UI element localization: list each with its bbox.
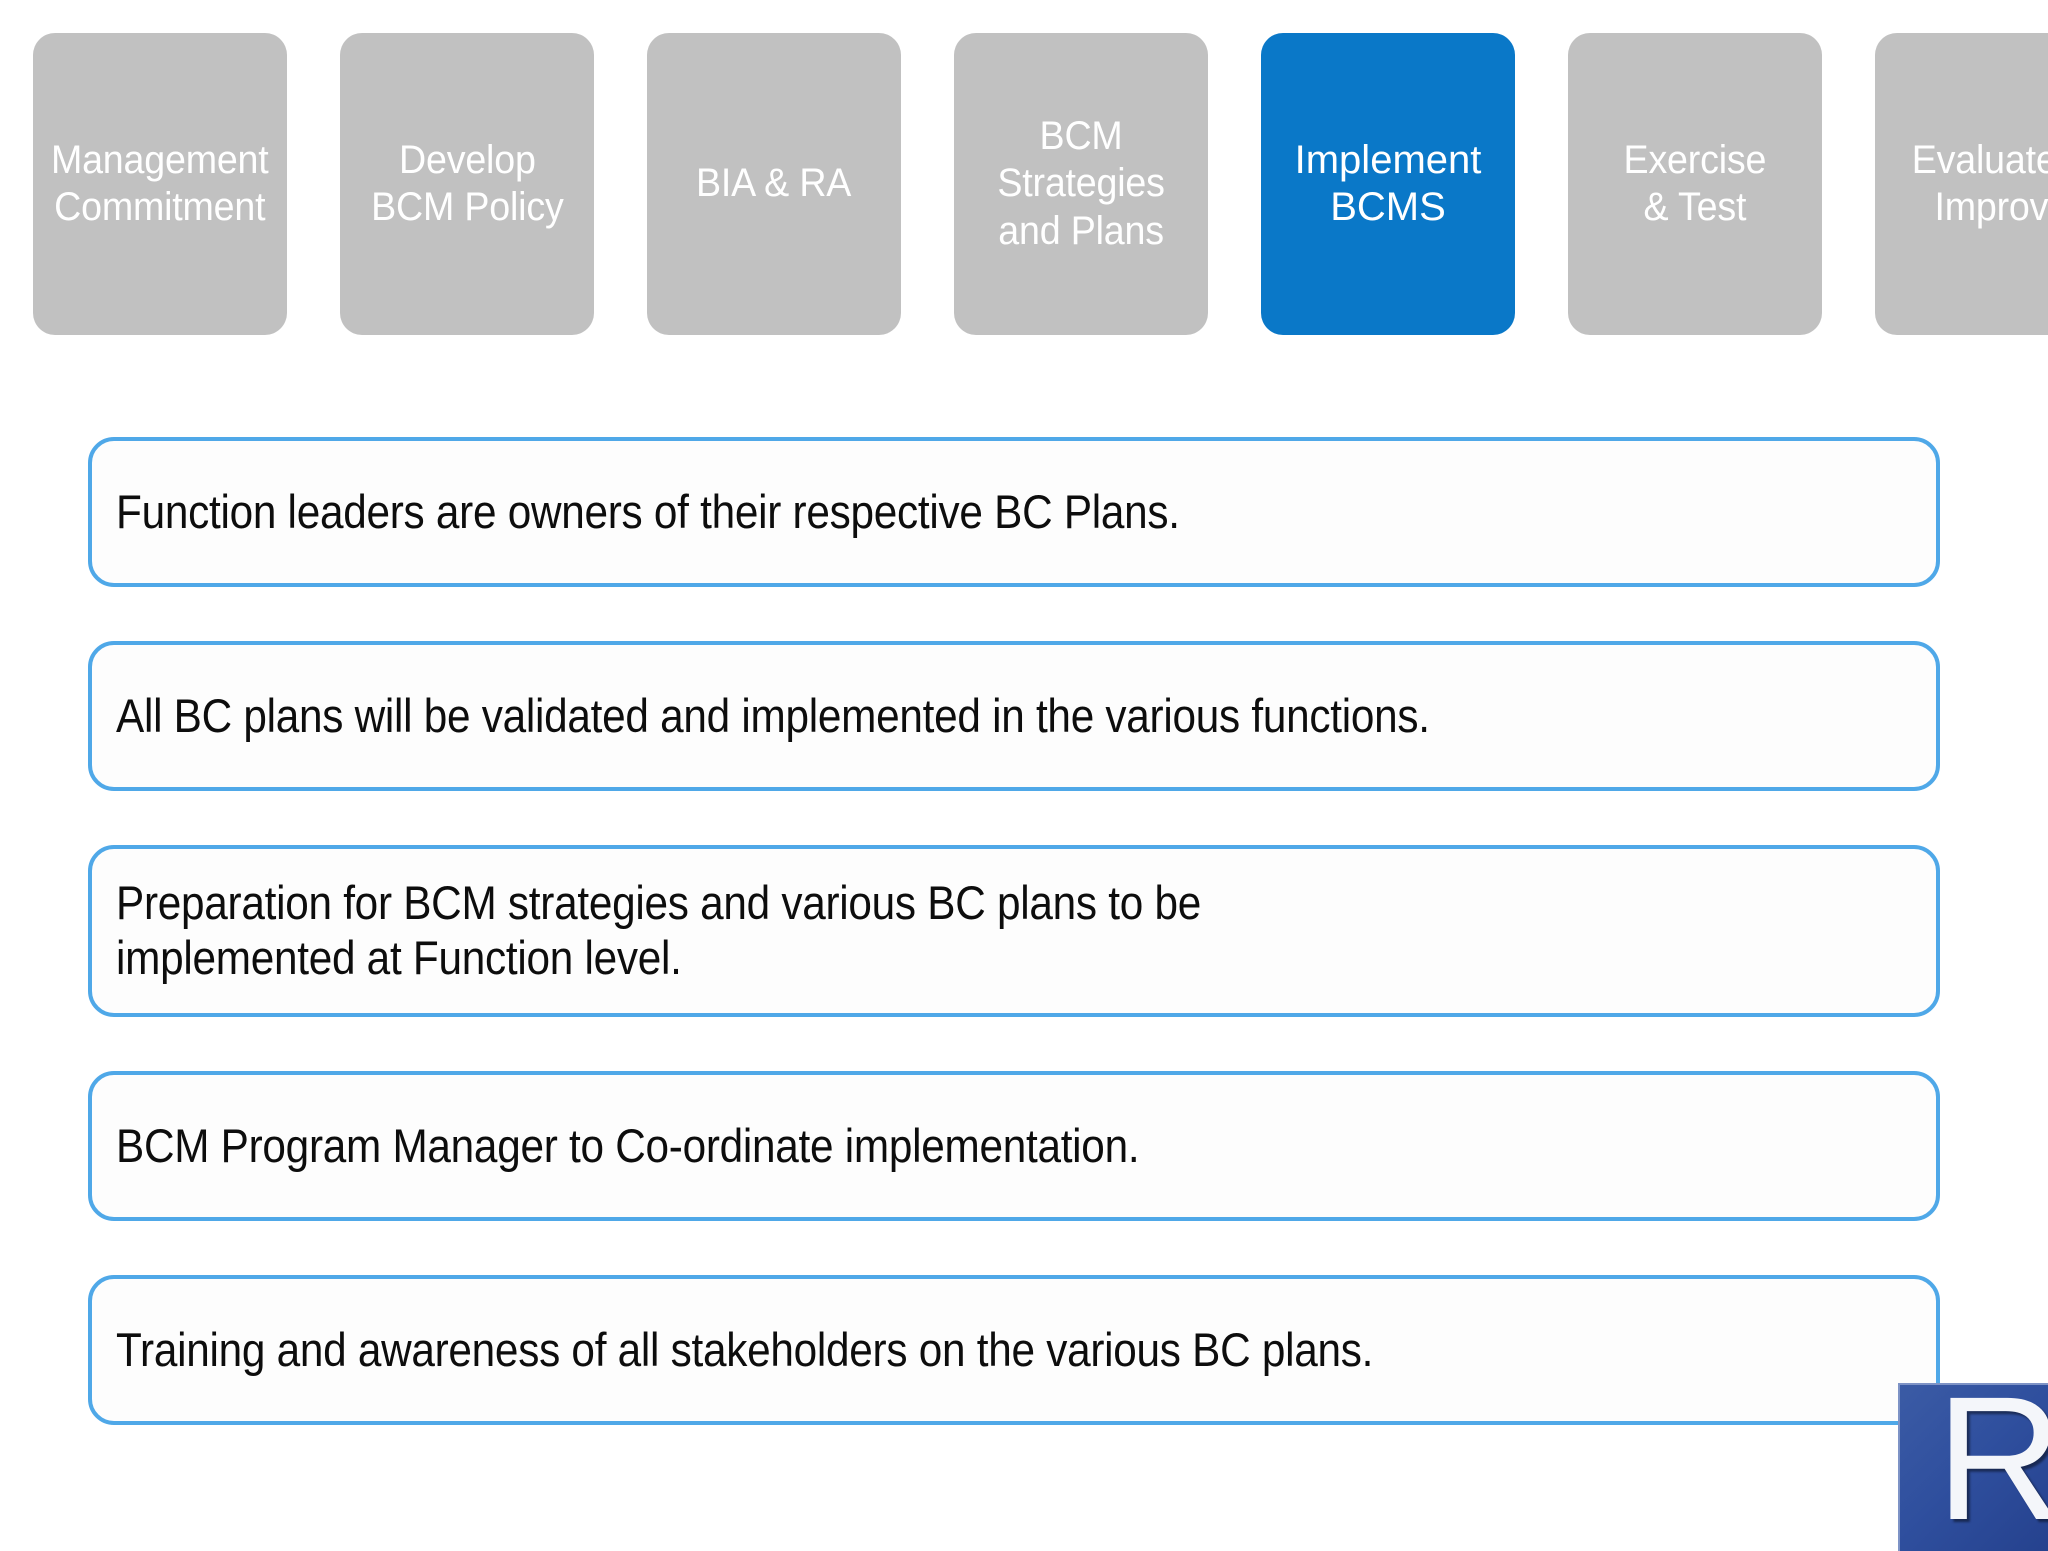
- statement-box: Preparation for BCM strategies and vario…: [88, 845, 1940, 1017]
- statement-box: BCM Program Manager to Co-ordinate imple…: [88, 1071, 1940, 1221]
- process-step-label: Implement BCMS: [1294, 137, 1482, 229]
- process-step-label: Develop BCM Policy: [370, 137, 564, 229]
- bcm-lifecycle-step-row: Management Commitment Develop BCM Policy…: [33, 33, 2048, 335]
- statement-text: BCM Program Manager to Co-ordinate imple…: [116, 1118, 1140, 1172]
- statement-text: Function leaders are owners of their res…: [116, 484, 1180, 538]
- process-step-exercise-and-test[interactable]: Exercise & Test: [1568, 33, 1822, 335]
- process-step-bia-and-ra[interactable]: BIA & RA: [647, 33, 901, 335]
- statement-text: All BC plans will be validated and imple…: [116, 688, 1430, 742]
- statement-text: Preparation for BCM strategies and vario…: [116, 876, 1201, 984]
- process-step-label: Management Commitment: [51, 137, 269, 229]
- process-step-implement-bcms[interactable]: Implement BCMS: [1261, 33, 1515, 335]
- process-step-bcm-strategies-and-plans[interactable]: BCM Strategies and Plans: [954, 33, 1208, 335]
- statement-box: All BC plans will be validated and imple…: [88, 641, 1940, 791]
- process-step-evaluate-and-improve[interactable]: Evaluate & Improve: [1875, 33, 2048, 335]
- brand-logo: R: [1898, 1383, 2048, 1551]
- process-step-label: BCM Strategies and Plans: [997, 114, 1165, 253]
- statement-text: Training and awareness of all stakeholde…: [116, 1322, 1374, 1376]
- statement-box: Function leaders are owners of their res…: [88, 437, 1940, 587]
- brand-logo-letter: R: [1936, 1385, 2048, 1547]
- process-step-label: Exercise & Test: [1623, 137, 1767, 229]
- statement-list: Function leaders are owners of their res…: [88, 437, 1940, 1479]
- statement-box: Training and awareness of all stakeholde…: [88, 1275, 1940, 1425]
- process-step-label: Evaluate & Improve: [1912, 137, 2048, 229]
- process-step-label: BIA & RA: [696, 161, 852, 206]
- process-step-develop-bcm-policy[interactable]: Develop BCM Policy: [340, 33, 594, 335]
- process-step-management-commitment[interactable]: Management Commitment: [33, 33, 287, 335]
